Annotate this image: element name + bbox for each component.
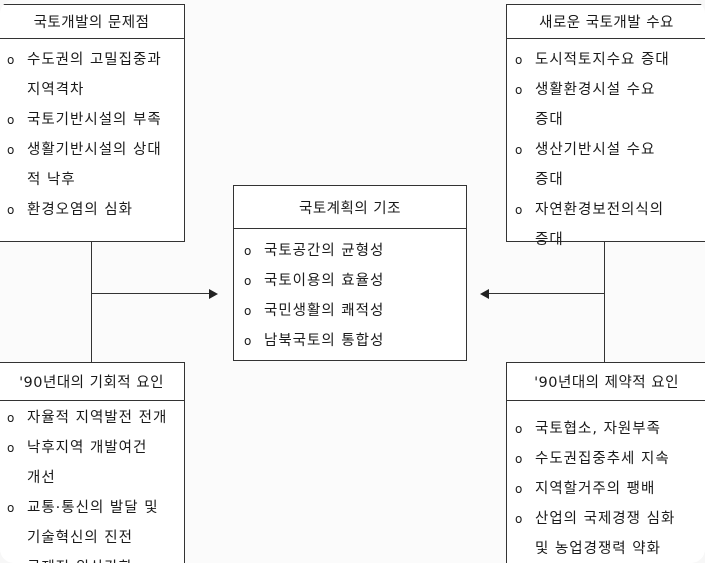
list-item-text: 증대 — [535, 112, 564, 128]
bullet-circle-icon: o — [515, 422, 524, 436]
list-item-text: 국토협소, 자원부족 — [535, 421, 661, 437]
list-item-text: 국민생활의 쾌적성 — [264, 303, 385, 319]
bullet-circle-icon: o — [7, 411, 16, 425]
bullet-circle-icon: o — [515, 203, 524, 217]
list-item-text: 환경오염의 심화 — [27, 202, 133, 218]
list-item: o 남북국토의 통합성 — [242, 326, 466, 356]
list-item-text: 기술혁신의 진전 — [27, 530, 133, 546]
list-item: 증대 — [513, 165, 705, 195]
list-item-text: 증대 — [535, 232, 564, 248]
list-item: o 생활환경시설 수요 — [513, 75, 705, 105]
list-item: o 국토공간의 균형성 — [242, 236, 466, 266]
list-item-text: 국토이용의 효율성 — [264, 273, 385, 289]
bullet-circle-icon: o — [244, 334, 253, 348]
box-title: 새로운 국토개발 수요 — [507, 5, 705, 39]
box-title: 국토계획의 기조 — [234, 186, 466, 229]
list-item: o 생활기반시설의 상대 — [5, 135, 184, 165]
list-item: o 수도권집중추세 지속 — [513, 444, 705, 474]
list-item-text: 지역격차 — [27, 82, 85, 98]
list-item-text: 생산기반시설 수요 — [535, 142, 656, 158]
box-title: 국토개발의 문제점 — [0, 5, 184, 39]
list-item: o 생산기반시설 수요 — [513, 135, 705, 165]
list-item: 적 낙후 — [5, 165, 184, 195]
list-item: o 환경오염의 심화 — [5, 195, 184, 225]
connector-left-horizontal — [92, 293, 210, 295]
connector-right-horizontal — [488, 293, 605, 295]
arrow-right-icon — [209, 289, 218, 299]
bullet-circle-icon: o — [244, 274, 253, 288]
list-item: o 산업의 국제경쟁 심화 — [513, 504, 705, 534]
bullet-circle-icon: o — [244, 244, 253, 258]
bullet-circle-icon: o — [515, 482, 524, 496]
connector-right-vertical — [604, 241, 606, 362]
list-item: o 수도권의 고밀집중과 — [5, 45, 184, 75]
list-item: o 국민생활의 쾌적성 — [242, 296, 466, 326]
list-item-text: 자율적 지역발전 전개 — [27, 410, 168, 426]
list-item: o 국토이용의 효율성 — [242, 266, 466, 296]
list-item-text: 남북국토의 통합성 — [264, 333, 385, 349]
list-item: o 교통·통신의 발달 및 — [5, 493, 184, 523]
list-item-text: 지역할거주의 팽배 — [535, 481, 656, 497]
list-item-text: 산업의 국제경쟁 심화 — [535, 511, 676, 527]
list-item: 기술혁신의 진전 — [5, 523, 184, 553]
list-item: o 낙후지역 개발여건 — [5, 433, 184, 463]
list-item: o 지역할거주의 팽배 — [513, 474, 705, 504]
list-item-text: 및 농업경쟁력 약화 — [535, 541, 661, 557]
list-item-text: 수도권집중추세 지속 — [535, 451, 670, 467]
list-item-text: 증대 — [535, 172, 564, 188]
list-item: 증대 — [513, 105, 705, 135]
bullet-circle-icon: o — [7, 53, 16, 67]
list-item: 증대 — [513, 225, 705, 255]
list-item: 개선 — [5, 463, 184, 493]
bullet-circle-icon: o — [515, 512, 524, 526]
list-item-text: 낙후지역 개발여건 — [27, 440, 148, 456]
item-list: o 국토공간의 균형성 o 국토이용의 효율성 o 국민생활의 쾌적성 o 남북국토의 통합성 — [234, 229, 466, 356]
bullet-circle-icon: o — [7, 143, 16, 157]
bullet-circle-icon: o — [7, 441, 16, 455]
list-item: o 자연환경보전의식의 — [513, 195, 705, 225]
bullet-circle-icon: o — [515, 452, 524, 466]
list-item: 및 농업경쟁력 약화 — [513, 534, 705, 563]
list-item-text: 국토공간의 균형성 — [264, 243, 385, 259]
list-item-text: 적 낙후 — [27, 172, 76, 188]
box-title: '90년대의 기회적 요인 — [0, 363, 184, 401]
bullet-circle-icon: o — [515, 143, 524, 157]
list-item-text: 개선 — [27, 470, 56, 486]
list-item-text: 국제적 위상강화 — [27, 560, 133, 563]
bullet-circle-icon: o — [515, 53, 524, 67]
list-item-text: 국토기반시설의 부족 — [27, 112, 162, 128]
list-item: o 국토협소, 자원부족 — [513, 414, 705, 444]
list-item-text: 교통·통신의 발달 및 — [27, 500, 159, 516]
list-item: 지역격차 — [5, 75, 184, 105]
list-item-text: 수도권의 고밀집중과 — [27, 52, 162, 68]
arrow-left-icon — [480, 289, 489, 299]
bullet-circle-icon: o — [7, 501, 16, 515]
connector-left-vertical — [91, 241, 93, 362]
list-item-text: 생활환경시설 수요 — [535, 82, 656, 98]
list-item-text: 도시적토지수요 증대 — [535, 52, 670, 68]
box-constraint-factors: '90년대의 제약적 요인 o 국토협소, 자원부족 o 수도권집중추세 지속 o 지역할… — [506, 362, 705, 563]
bullet-circle-icon: o — [7, 203, 16, 217]
bullet-circle-icon: o — [515, 83, 524, 97]
list-item: o 자율적 지역발전 전개 — [5, 403, 184, 433]
list-item: o 도시적토지수요 증대 — [513, 45, 705, 75]
box-title: '90년대의 제약적 요인 — [507, 363, 705, 401]
list-item: 국제적 위상강화 — [5, 553, 184, 563]
list-item-text: 자연환경보전의식의 — [535, 202, 665, 218]
list-item-text: 생활기반시설의 상대 — [27, 142, 162, 158]
list-item: o 국토기반시설의 부족 — [5, 105, 184, 135]
bullet-circle-icon: o — [7, 113, 16, 127]
item-list: o 국토협소, 자원부족 o 수도권집중추세 지속 o 지역할거주의 팽배 o 산업의 국제경… — [507, 401, 705, 563]
bullet-circle-icon: o — [244, 304, 253, 318]
